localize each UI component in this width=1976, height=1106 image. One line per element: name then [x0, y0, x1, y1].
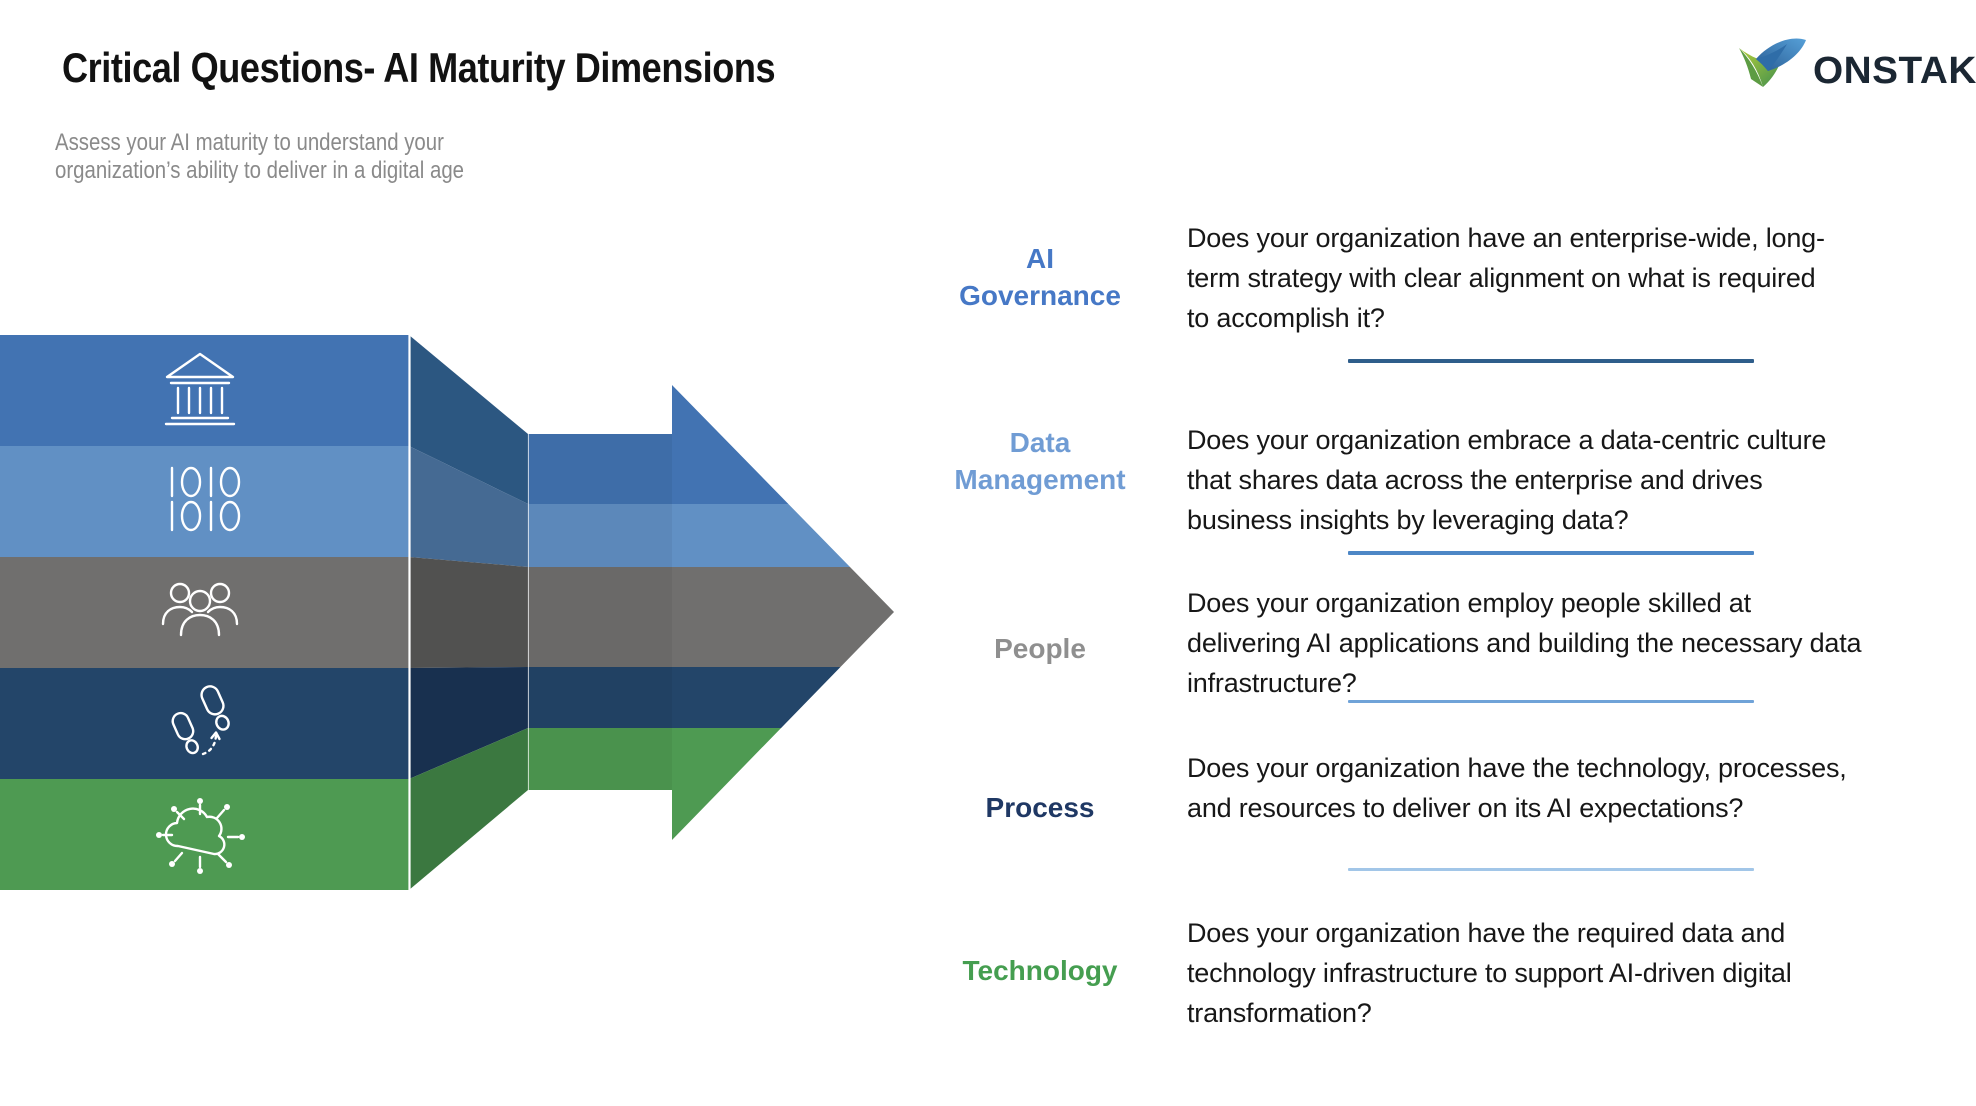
- dimension-question-people: Does your organization employ people ski…: [1187, 588, 1862, 698]
- row-separator-line-3: [1348, 700, 1754, 703]
- dimension-label-data-management: Data Management: [954, 427, 1126, 495]
- ai-maturity-arrow-graphic: [0, 335, 894, 890]
- fold-data-management: [409, 446, 528, 567]
- band-ai-governance: [0, 335, 409, 446]
- binary-icon: [170, 466, 241, 532]
- company-logo: ONSTAK: [1735, 32, 1976, 106]
- dimension-label-people: People: [994, 633, 1086, 664]
- subtitle-line-1: Assess your AI maturity to understand yo…: [55, 129, 444, 156]
- footsteps-icon: [171, 685, 230, 756]
- cloud-network-icon: [156, 798, 245, 874]
- slide-subtitle: Assess your AI maturity to understand yo…: [55, 129, 464, 184]
- dimension-label-ai-governance: AI Governance: [959, 243, 1121, 311]
- dimension-question-ai-governance: Does your organization have an enterpris…: [1187, 223, 1825, 333]
- bank-icon: [164, 352, 236, 426]
- logo-text: ONSTAK: [1813, 50, 1976, 92]
- band-technology: [0, 779, 409, 890]
- fold-technology: [409, 728, 528, 890]
- people-icon: [161, 582, 239, 637]
- row-separator-line-4: [1348, 868, 1754, 871]
- dimension-label-technology: Technology: [962, 955, 1118, 986]
- dimension-question-technology: Does your organization have the required…: [1187, 918, 1792, 1028]
- band-process: [0, 668, 409, 779]
- row-separator-line-1: [1348, 359, 1754, 363]
- dimension-label-process: Process: [985, 792, 1095, 823]
- dimension-question-process: Does your organization have the technolo…: [1187, 753, 1847, 823]
- dimension-question-data-management: Does your organization embrace a data-ce…: [1187, 425, 1827, 535]
- band-data-management: [0, 446, 409, 557]
- band-people: [0, 557, 409, 668]
- subtitle-line-2: organization’s ability to deliver in a d…: [55, 156, 465, 184]
- fold-process: [409, 667, 528, 779]
- logo-swoosh-icon: [1739, 38, 1806, 87]
- arrow-head-stripes: [528, 385, 894, 840]
- page-title: Critical Questions- AI Maturity Dimensio…: [62, 44, 776, 91]
- row-separator-line-2: [1348, 551, 1754, 555]
- fold-people: [409, 557, 528, 668]
- fold-ai-governance: [409, 335, 528, 504]
